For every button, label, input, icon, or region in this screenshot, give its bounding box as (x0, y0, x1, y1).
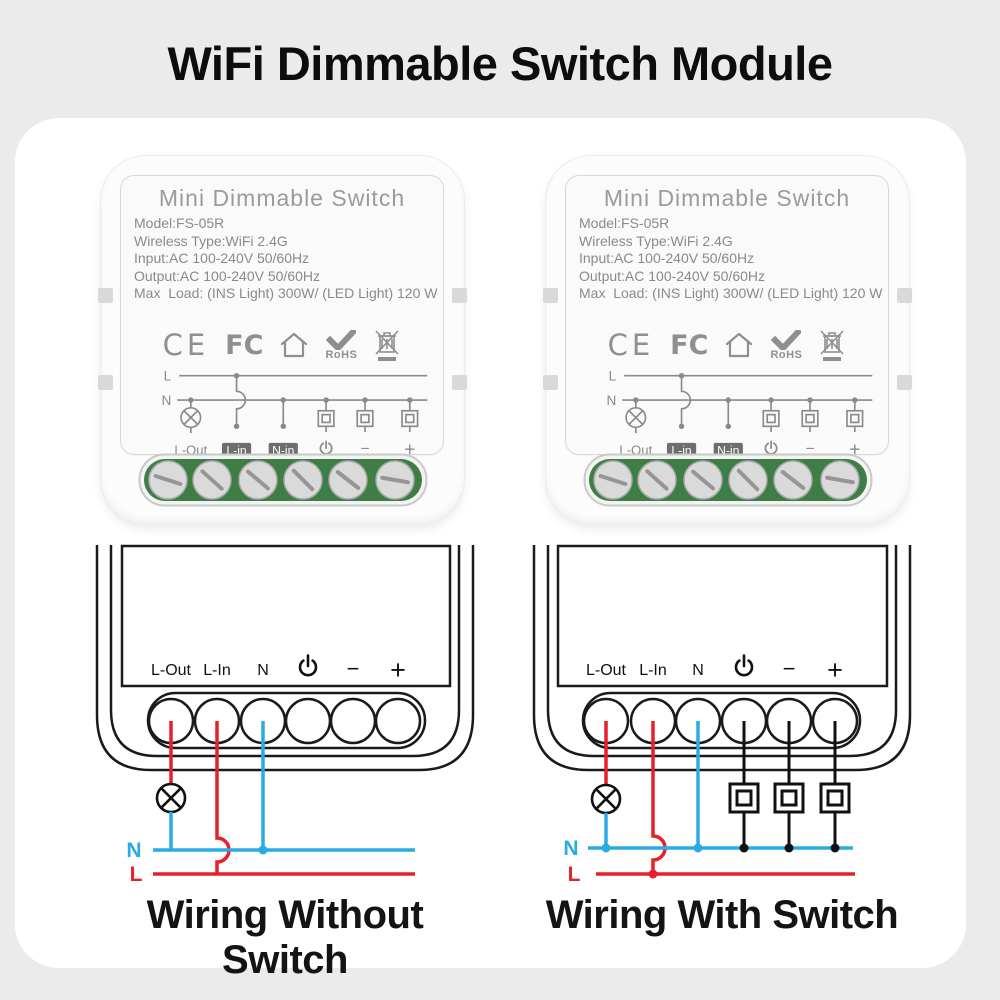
terminal-label-n: N (692, 662, 704, 679)
wiring-diagram-without-switch: L-Out L-In N − + N L (95, 544, 475, 885)
certification-row: CE FC RoHS (586, 324, 868, 366)
spec-model: Model:FS-05R (579, 215, 670, 231)
junction-dot (784, 843, 794, 853)
print-n-label: N (162, 393, 172, 408)
spec-input: Input:AC 100-240V 50/60Hz (579, 250, 755, 267)
l-line-label: L (130, 863, 143, 885)
print-l-label: L (164, 369, 172, 384)
spec-output: Output:AC 100-240V 50/60Hz (579, 267, 766, 284)
spec-wireless: Wireless Type:WiFi 2.4G (134, 232, 288, 249)
l-line-label: L (568, 863, 581, 885)
page-title: WiFi Dimmable Switch Module (167, 37, 833, 90)
terminal-label-l-out: L-Out (586, 662, 627, 679)
module-label-panel: Mini Dimmable Switch Model:FS-05R Wirele… (565, 175, 889, 461)
mounting-tab (897, 375, 912, 390)
terminal-screws (148, 460, 415, 500)
rohs-mark: RoHS (325, 330, 358, 361)
terminal-label-l-out: L-Out (151, 662, 192, 679)
ce-mark-icon: CE (607, 328, 655, 362)
print-n-label: N (607, 393, 617, 408)
mounting-tab (543, 375, 558, 390)
print-minus-label: − (360, 441, 369, 458)
checkmark-icon (771, 330, 802, 350)
caption-without-switch: Wiring Without Switch (146, 893, 424, 982)
terminal-label-minus: − (783, 656, 796, 681)
fcc-mark-icon: FC (225, 329, 264, 361)
junction-dot (601, 843, 611, 853)
wiring-diagram-with-switch: L-Out L-In N − + N L (532, 544, 912, 885)
print-plus-label: + (404, 439, 415, 461)
power-icon (734, 654, 754, 677)
mounting-tab (897, 288, 912, 303)
module-label-panel: Mini Dimmable Switch Model:FS-05R Wirele… (120, 175, 444, 461)
checkmark-icon (326, 330, 357, 350)
switch-module-photo: Mini Dimmable Switch Model:FS-05R Wirele… (543, 155, 912, 525)
caption-with-switch: Wiring With Switch (545, 893, 899, 937)
power-icon (298, 654, 318, 677)
terminal-label-l-in: L-In (639, 662, 667, 679)
n-line-label: N (563, 837, 578, 860)
junction-dot (693, 843, 703, 853)
certification-row: CE FC RoHS (141, 324, 423, 366)
terminal-label-minus: − (347, 656, 360, 681)
module-outline (95, 544, 475, 772)
junction-dot (739, 843, 749, 853)
switch-module-photo: Mini Dimmable Switch Model:FS-05R Wirele… (98, 155, 467, 525)
rohs-label: RoHS (770, 349, 803, 361)
mounting-tab (98, 288, 113, 303)
rohs-label: RoHS (325, 349, 358, 361)
junction-dot (648, 869, 658, 879)
module-specs: Model:FS-05R Wireless Type:WiFi 2.4G Inp… (579, 215, 888, 303)
junction-dot (258, 845, 268, 855)
junction-dot (830, 843, 840, 853)
spec-maxload: Max Load: (INS Light) 300W/ (LED Light) … (579, 285, 883, 302)
module-name: Mini Dimmable Switch (158, 185, 406, 211)
weee-bin-icon (375, 330, 399, 361)
lamp-icon-cross (160, 787, 182, 809)
rohs-mark: RoHS (770, 330, 803, 361)
mounting-tab (452, 375, 467, 390)
n-line-label: N (126, 839, 141, 862)
terminal-label-l-in: L-In (203, 662, 231, 679)
mounting-tab (452, 288, 467, 303)
terminal-block (138, 453, 428, 507)
spec-input: Input:AC 100-240V 50/60Hz (134, 250, 310, 267)
spec-output: Output:AC 100-240V 50/60Hz (134, 267, 321, 284)
spec-model: Model:FS-05R (134, 215, 225, 231)
wall-switches (728, 721, 851, 848)
ce-mark-icon: CE (162, 328, 210, 362)
house-icon (281, 332, 308, 358)
power-icon (764, 440, 778, 455)
power-icon (319, 440, 333, 455)
print-plus-label: + (849, 439, 860, 461)
print-l-label: L (609, 369, 617, 384)
spec-maxload: Max Load: (INS Light) 300W/ (LED Light) … (134, 285, 438, 302)
spec-wireless: Wireless Type:WiFi 2.4G (579, 232, 733, 249)
weee-bin-icon (820, 330, 844, 361)
module-name: Mini Dimmable Switch (603, 185, 851, 211)
mounting-tab (98, 375, 113, 390)
terminal-label-n: N (257, 662, 269, 679)
terminal-label-plus: + (390, 655, 406, 685)
module-outline (532, 544, 912, 772)
terminal-label-plus: + (827, 655, 843, 685)
print-minus-label: − (805, 441, 814, 458)
module-specs: Model:FS-05R Wireless Type:WiFi 2.4G Inp… (134, 215, 443, 303)
terminal-screws (593, 460, 860, 500)
mounting-tab (543, 288, 558, 303)
terminal-block (583, 453, 873, 507)
lamp-icon-cross (595, 788, 617, 810)
fcc-mark-icon: FC (670, 329, 709, 361)
house-icon (726, 332, 753, 358)
